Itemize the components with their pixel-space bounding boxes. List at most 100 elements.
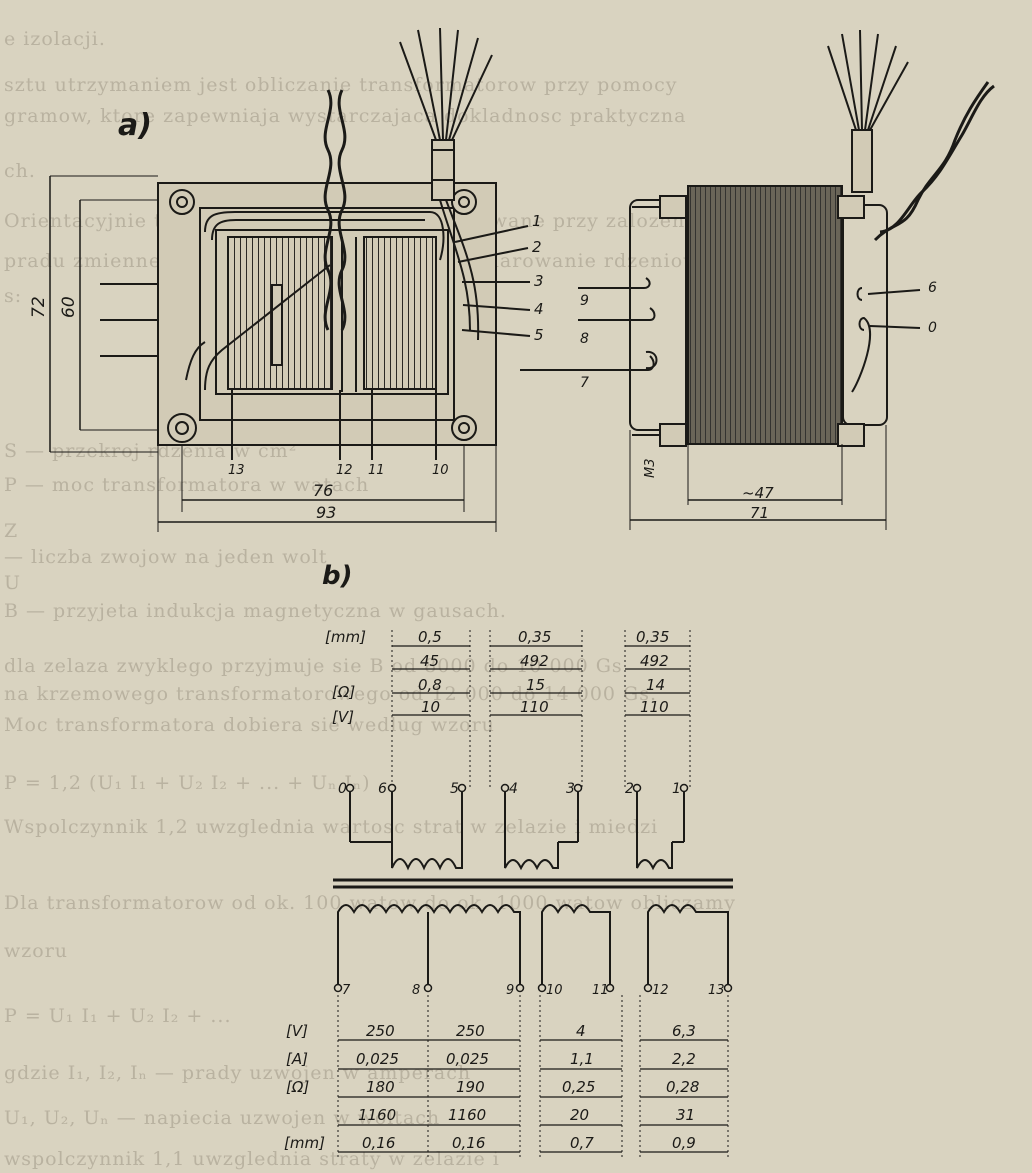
side-view (520, 29, 995, 530)
terminal-10: 10 (546, 983, 563, 998)
coil-top-2 (504, 842, 559, 871)
bot2-v: 250 (456, 1022, 485, 1040)
bleed-text-line: Wspolczynnik 1,2 uwzglednia wartosc stra… (4, 816, 659, 838)
bleed-text-line: Z (4, 520, 19, 542)
unit-v-top: [V] (332, 708, 354, 726)
callout-0: 0 (928, 320, 937, 336)
bleed-text-line: U₁, U₂, Uₙ — napiecia uzwojen w woltach (4, 1107, 441, 1129)
callout-13: 13 (228, 463, 245, 478)
unit-mm-bottom: [mm] (284, 1134, 325, 1152)
coil-top-3 (636, 842, 673, 871)
dim-93: 93 (316, 503, 336, 522)
bleed-text-line: B — przyjeta indukcja magnetyczna w gaus… (4, 600, 507, 622)
bot2-turns: 1160 (448, 1106, 486, 1124)
bleed-text-line: U (4, 572, 22, 594)
bleed-text-line: P = 1,2 (U₁ I₁ + U₂ I₂ + ... + Uₙ Iₙ) (4, 772, 371, 794)
bot4-ohm: 0,28 (666, 1078, 699, 1096)
schematic (333, 630, 733, 1160)
callout-6: 6 (928, 280, 937, 296)
terminal-1: 1 (672, 781, 681, 797)
unit-mm-top: [mm] (325, 628, 366, 646)
bleed-text-line: na krzemowego transformatorowego od 12 0… (4, 683, 658, 705)
callout-5: 5 (534, 326, 544, 344)
side-view-text: 6 0 9 8 7 ~47 71 M3 (580, 280, 937, 522)
bleed-text-line: s: (4, 285, 23, 307)
mounting-bolt (167, 189, 477, 443)
dim-72: 72 (29, 296, 49, 318)
bot2-ohm: 190 (456, 1078, 485, 1096)
top2-mm: 0,35 (518, 628, 551, 646)
top1-turns: 45 (420, 652, 439, 670)
bot1-turns: 1160 (358, 1106, 396, 1124)
terminal-0: 0 (338, 781, 347, 797)
terminal-13: 13 (708, 983, 725, 998)
top3-turns: 492 (640, 652, 669, 670)
coil-bottom-hv (337, 904, 521, 985)
terminal-8: 8 (412, 983, 420, 998)
bleed-text-line: sztu utrzymaniem jest obliczanie transfo… (4, 74, 678, 96)
front-view: a) (49, 27, 531, 532)
bot4-turns: 31 (676, 1106, 695, 1124)
figure-b-label: b) (322, 561, 353, 591)
bleed-text-line: gdzie I₁, I₂, Iₙ — prady uzwojen w amper… (4, 1062, 472, 1084)
bleed-text-line: P — moc transformatora w watach (4, 474, 370, 496)
top2-turns: 492 (520, 652, 549, 670)
terminal-12: 12 (652, 983, 669, 998)
unit-a-bottom: [A] (286, 1050, 308, 1068)
bot3-turns: 20 (570, 1106, 589, 1124)
bleed-text-line: P = U₁ I₁ + U₂ I₂ + ... (4, 1005, 232, 1027)
bot1-ohm: 180 (366, 1078, 395, 1096)
callout-12: 12 (336, 463, 353, 478)
coil-bottom-4v (541, 904, 611, 985)
top1-v: 10 (421, 698, 440, 716)
terminal-markers (333, 783, 733, 993)
bot1-mm: 0,16 (362, 1134, 395, 1152)
callout-10: 10 (432, 463, 449, 478)
top1-mm: 0,5 (418, 628, 442, 646)
terminal-2: 2 (625, 781, 634, 797)
terminal-7: 7 (342, 983, 351, 998)
bleed-text-line: dla zelaza zwyklego przyjmuje sie B od 8… (4, 655, 623, 677)
bot4-v: 6,3 (672, 1022, 696, 1040)
dim-71: 71 (750, 504, 769, 522)
bot2-mm: 0,16 (452, 1134, 485, 1152)
unit-ohm-bottom: [Ω] (286, 1078, 309, 1096)
terminal-11: 11 (592, 983, 609, 998)
bleed-text-line: — liczba zwojow na jeden wolt (4, 546, 328, 568)
dim-76: 76 (313, 481, 333, 500)
callout-9: 9 (580, 293, 589, 309)
bot4-a: 2,2 (672, 1050, 696, 1068)
callout-7: 7 (580, 375, 589, 391)
bot3-mm: 0,7 (570, 1134, 594, 1152)
coil-top-1 (391, 842, 463, 871)
dim-47: ~47 (742, 484, 774, 502)
top2-ohm: 15 (526, 676, 545, 694)
bot3-a: 1,1 (570, 1050, 594, 1068)
top3-v: 110 (640, 698, 669, 716)
callout-11: 11 (368, 463, 385, 478)
bleed-text-line: wspolczynnik 1,1 uwzglednia straty w zel… (4, 1148, 500, 1170)
top2-v: 110 (520, 698, 549, 716)
unit-v-bottom: [V] (286, 1022, 308, 1040)
bot4-mm: 0,9 (672, 1134, 696, 1152)
dim-60: 60 (59, 296, 79, 318)
bot1-a: 0,025 (356, 1050, 399, 1068)
bleed-text-line: wzoru (4, 940, 69, 962)
figure-a-label: a) (118, 108, 152, 143)
bot3-ohm: 0,25 (562, 1078, 595, 1096)
callout-4: 4 (534, 300, 544, 318)
bot2-a: 0,025 (446, 1050, 489, 1068)
bot1-v: 250 (366, 1022, 395, 1040)
callout-8: 8 (580, 331, 589, 347)
bleed-text-line: gramow, ktore zapewniaja wystarczajaca d… (4, 105, 687, 127)
top3-ohm: 14 (646, 676, 665, 694)
bot3-v: 4 (576, 1022, 586, 1040)
callout-3: 3 (534, 272, 544, 290)
unit-ohm-top: [Ω] (332, 683, 355, 701)
bleed-text-line: Dla transformatorow od ok. 100 watow do … (4, 892, 736, 914)
terminal-9: 9 (506, 983, 514, 998)
bleed-text-line: Moc transformatora dobiera sie wedlug wz… (4, 714, 495, 736)
dim-m3: M3 (643, 459, 658, 479)
top3-mm: 0,35 (636, 628, 669, 646)
